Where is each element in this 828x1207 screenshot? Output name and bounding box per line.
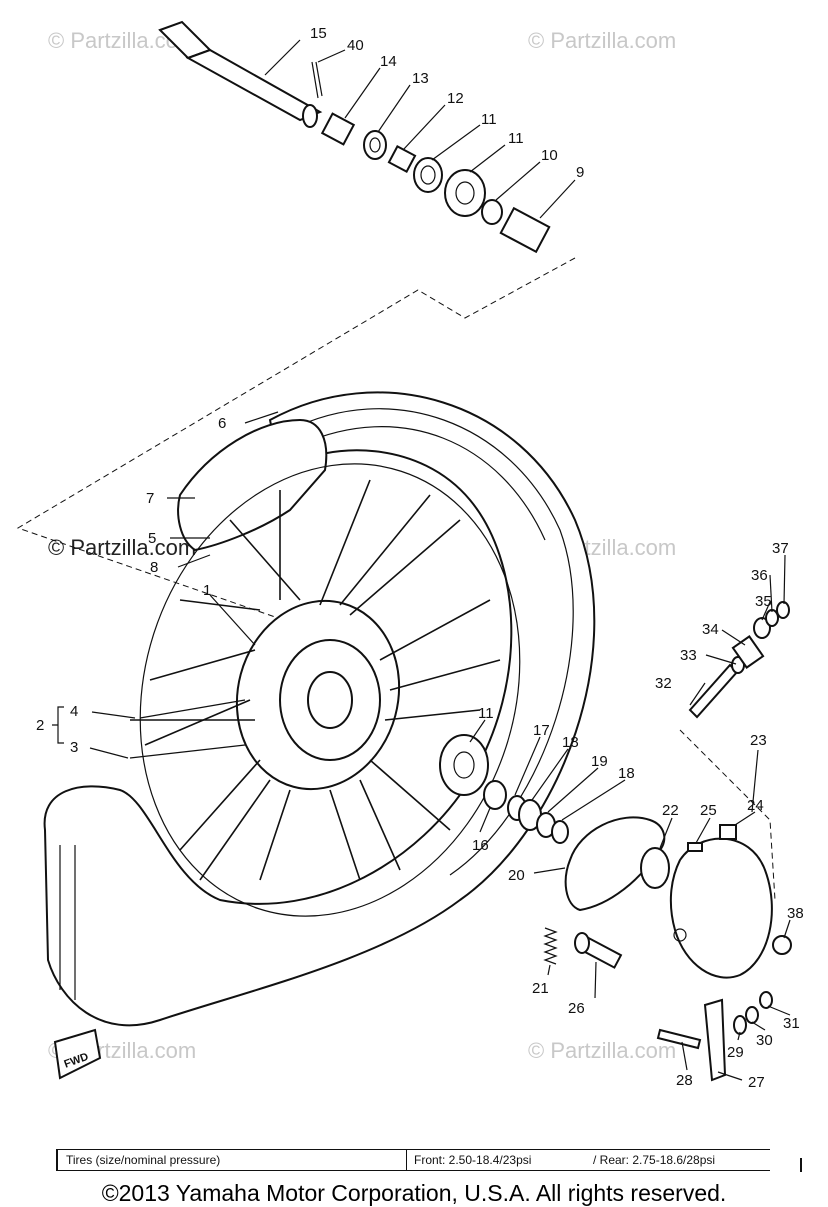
callout-3: 3 <box>70 739 78 756</box>
tube-section <box>177 418 328 552</box>
callout-11-top: 11 <box>508 130 524 147</box>
callout-38: 37 <box>772 540 789 557</box>
spacer-9 <box>499 206 551 254</box>
callout-35: 34 <box>702 621 719 638</box>
copyright-notice: ©2013 Yamaha Motor Corporation, U.S.A. A… <box>101 1180 727 1206</box>
callout-20: 19 <box>591 753 608 770</box>
watermark-mid-left: © Partzilla.com <box>48 535 196 560</box>
pin-25 <box>719 824 737 840</box>
callout-33: 32 <box>655 675 672 692</box>
bolt-29 <box>656 1028 702 1050</box>
callout-36: 35 <box>755 593 772 610</box>
collar-15 <box>320 112 356 146</box>
spacer-13 <box>387 145 417 173</box>
callout-numbers: 15 40 14 13 12 11 11 10 9 6 7 5 8 1 2 4 … <box>36 25 804 1091</box>
callout-16: 15 <box>310 25 327 42</box>
callout-13: 12 <box>447 90 464 107</box>
cotter-pin <box>311 61 323 99</box>
oring-38 <box>776 601 790 619</box>
wheel-hub <box>235 599 401 791</box>
callout-9: 9 <box>576 164 584 181</box>
callout-24: 23 <box>750 732 767 749</box>
speedometer-shaft <box>688 663 739 719</box>
gear-12 <box>413 157 443 193</box>
callout-25: 24 <box>747 797 764 814</box>
callout-23: 22 <box>662 802 679 819</box>
callout-11-right: 11 <box>478 705 494 722</box>
callout-19: 18 <box>562 734 579 751</box>
bearing-11-top <box>444 169 486 217</box>
forward-arrow: FWD <box>53 1028 102 1080</box>
spokes <box>130 479 501 881</box>
washer-10 <box>481 199 503 225</box>
callout-31: 30 <box>756 1032 773 1049</box>
washer-18-b <box>551 820 569 844</box>
return-spring <box>543 927 558 965</box>
brake-plate-hole <box>673 928 687 942</box>
rim <box>139 463 521 917</box>
oil-seal-14-inner <box>369 137 381 153</box>
oil-seal-14 <box>363 130 387 160</box>
callout-27: 26 <box>568 1000 585 1017</box>
callout-40: 40 <box>347 37 364 54</box>
callout-30: 29 <box>727 1044 744 1061</box>
spoke-inner-3 <box>129 744 246 759</box>
washer-36 <box>753 617 771 639</box>
tire-table-front: Front: 2.50-18.4/23psi <box>414 1153 532 1167</box>
callout-18-b: 18 <box>618 765 635 782</box>
gear-12-inner <box>420 165 436 185</box>
callout-37: 36 <box>751 567 768 584</box>
callout-8: 8 <box>150 559 158 576</box>
seal-23 <box>640 847 670 889</box>
tire-table-label: Tires (size/nominal pressure) <box>66 1153 221 1167</box>
tire <box>43 391 596 1027</box>
callout-1: 1 <box>203 582 211 599</box>
callout-6: 6 <box>218 415 226 432</box>
front-axle <box>158 20 323 128</box>
axle-assembly-frame <box>16 257 576 619</box>
spoke-outer-4 <box>139 699 246 719</box>
washer-37 <box>765 609 779 627</box>
callout-34: 33 <box>680 647 697 664</box>
oil-seal-17 <box>483 780 507 810</box>
callout-39: 38 <box>787 905 804 922</box>
callout-14: 13 <box>412 70 429 87</box>
bearing-11-right <box>439 734 489 796</box>
callout-5: 5 <box>148 530 156 547</box>
tire-table-divider <box>406 1150 407 1170</box>
tire-table-rear: / Rear: 2.75-18.6/28psi <box>593 1153 716 1167</box>
callout-2: 2 <box>36 717 44 734</box>
callout-10: 10 <box>541 147 558 164</box>
callout-15: 14 <box>380 53 397 70</box>
tire-pressure-table: Tires (size/nominal pressure) Front: 2.5… <box>56 1149 770 1171</box>
callout-17: 16 <box>472 837 489 854</box>
callout-4: 4 <box>70 703 78 720</box>
callout-26: 25 <box>700 802 717 819</box>
callout-12: 11 <box>481 111 497 128</box>
nut-39 <box>772 935 792 955</box>
bearing-11-top-inner <box>455 181 475 205</box>
callout-32: 31 <box>783 1015 800 1032</box>
callout-29: 28 <box>676 1072 693 1089</box>
brake-lever <box>703 998 727 1082</box>
callout-28: 27 <box>748 1074 765 1091</box>
table-end-mark <box>800 1158 802 1172</box>
brake-camshaft <box>574 932 623 969</box>
watermark-top-right: © Partzilla.com <box>528 28 676 53</box>
callout-18-a: 17 <box>533 722 550 739</box>
bearing-11-right-inner <box>453 751 475 779</box>
callout-bracket-2 <box>52 706 64 744</box>
leader-lines <box>89 39 791 1081</box>
callout-21: 20 <box>508 867 525 884</box>
washer-30 <box>733 1015 747 1035</box>
callout-7: 7 <box>146 490 154 507</box>
callout-22: 21 <box>532 980 549 997</box>
speedometer-frame <box>679 729 776 901</box>
watermark-bottom-right: © Partzilla.com <box>528 1038 676 1063</box>
indicator-26 <box>687 842 703 852</box>
brake-plate <box>669 837 773 979</box>
washer-31 <box>745 1006 759 1024</box>
nut-32 <box>759 991 773 1009</box>
